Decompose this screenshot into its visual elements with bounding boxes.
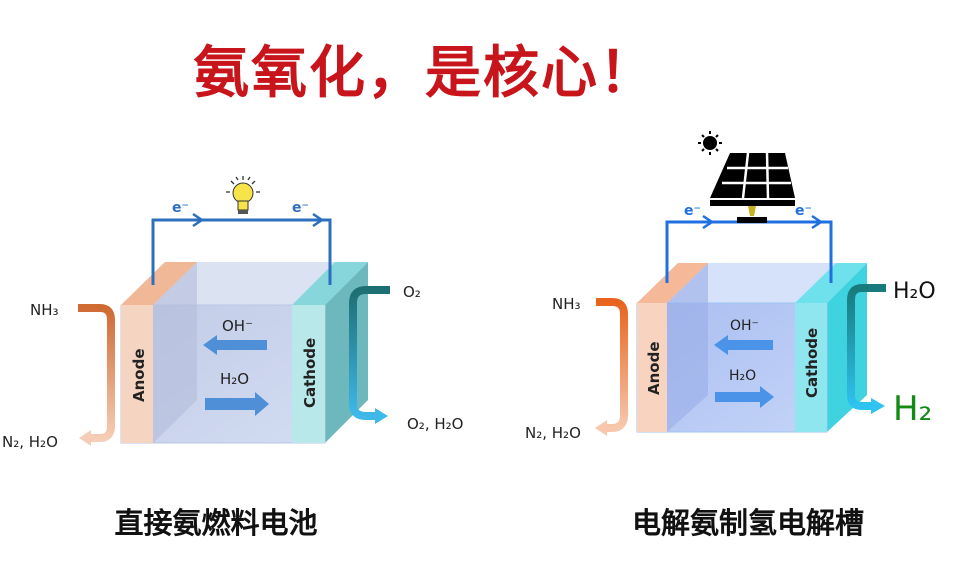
ion-label-water: H₂O <box>729 368 756 384</box>
anode-label: Anode <box>130 348 148 402</box>
sun-icon <box>698 131 722 155</box>
anode-input-label: NH₃ <box>552 295 581 313</box>
external-circuit <box>151 212 332 285</box>
ion-label-hydroxide: OH⁻ <box>222 317 253 335</box>
anode-input-label: NH₃ <box>30 301 59 319</box>
electron-label-right: e⁻ <box>795 203 812 219</box>
cathode-plate <box>795 303 827 432</box>
anode-output-label: N₂, H₂O <box>525 424 581 442</box>
anode-plate <box>121 305 153 443</box>
ion-label-hydroxide: OH⁻ <box>730 318 759 334</box>
anode-output-label: N₂, H₂O <box>2 433 58 451</box>
cathode-flow-arrow <box>349 286 390 424</box>
electron-label-left: e⁻ <box>172 200 189 216</box>
fuel-cell-caption: 直接氨燃料电池 <box>114 506 318 540</box>
anode-flow-arrow <box>78 304 115 446</box>
cathode-label: Cathode <box>301 338 319 408</box>
anode-label: Anode <box>645 341 663 395</box>
electron-label-left: e⁻ <box>684 203 701 219</box>
arrow-right-icon <box>715 386 774 408</box>
electron-label-right: e⁻ <box>292 200 309 216</box>
light-bulb-icon <box>226 176 260 214</box>
arrow-left-icon <box>714 335 773 355</box>
cathode-plate <box>292 305 325 443</box>
solar-panel-icon <box>710 152 795 223</box>
electrolyzer-caption: 电解氨制氢电解槽 <box>631 506 864 540</box>
page-title: 氨氧化，是核心！ <box>193 41 657 106</box>
hydrogen-output-label: H₂ <box>893 389 932 429</box>
cathode-label: Cathode <box>803 328 821 398</box>
arrow-left-icon <box>203 335 267 355</box>
electrolyzer-diagram: e⁻ e⁻ Anode Cathode NH₃ <box>525 131 936 442</box>
arrow-right-icon <box>205 392 269 416</box>
ion-label-water: H₂O <box>220 370 249 388</box>
fuel-cell-diagram: e⁻ e⁻ Anode Cathode NH₃ N₂, H₂O O₂ O₂, H… <box>2 176 463 451</box>
cathode-input-label: O₂ <box>403 283 421 301</box>
cathode-input-label: H₂O <box>893 279 936 304</box>
cell-box <box>120 262 368 444</box>
cathode-output-label: O₂, H₂O <box>407 415 463 433</box>
anode-plate <box>637 303 667 432</box>
cathode-flow-arrow <box>847 284 886 414</box>
anode-flow-arrow <box>595 298 628 436</box>
